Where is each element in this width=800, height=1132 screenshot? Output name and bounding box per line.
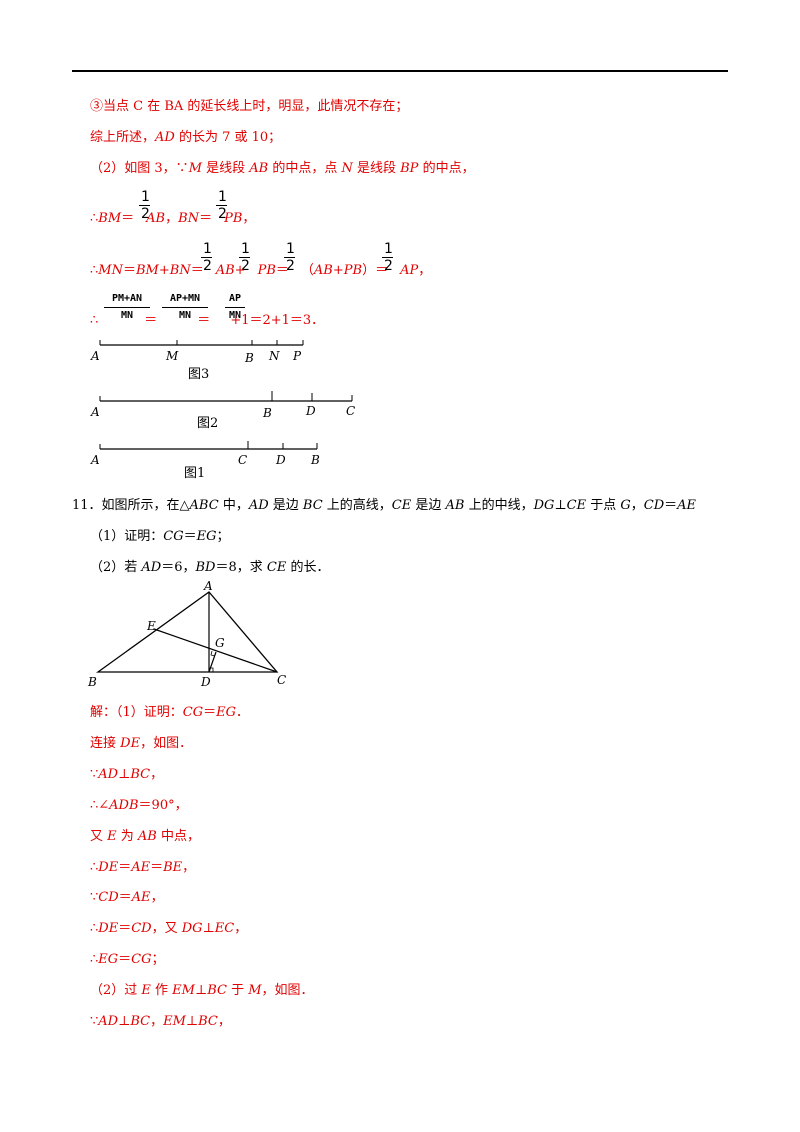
label-b: B [244, 351, 254, 365]
header-rule [72, 70, 728, 72]
label-a: A [90, 405, 100, 419]
fraction-bar [139, 205, 150, 206]
figure-3: A M B N P 图3 [90, 340, 304, 382]
right-angle-g [210, 650, 216, 657]
half-denominator: 2 [218, 206, 227, 222]
mn-line: ∴MN＝BM+BN＝AB+PB＝（AB+PB）＝AP， [90, 263, 432, 278]
solution-line-4: ∴∠ADB＝90°， [90, 798, 188, 813]
solution-line-8: ∴DE＝CD，又 DG⊥EC， [90, 921, 248, 936]
case-3-line: ③当点 C 在 BA 的延长线上时，明显，此情况不存在； [90, 99, 409, 114]
label-a: A [90, 349, 100, 363]
right-angle-d [209, 667, 214, 672]
label-d: D [275, 453, 286, 467]
solution-line-2: 连接 DE，如图． [90, 736, 193, 751]
question-11-part1: （1）证明：CG＝EG； [90, 529, 230, 544]
label-a: A [90, 453, 100, 467]
half-denominator: 2 [241, 258, 250, 274]
ratio-result-line: ∴＝＝+1＝2+1＝3． [90, 313, 325, 328]
label-g: G [215, 636, 225, 650]
half-numerator: 1 [141, 189, 150, 205]
fraction-bar [216, 205, 227, 206]
label-b: B [262, 406, 272, 420]
half-numerator: 1 [384, 241, 393, 257]
half-numerator: 1 [286, 241, 295, 257]
label-e: E [146, 619, 156, 633]
fraction-bar [284, 257, 295, 258]
half-numerator: 1 [241, 241, 250, 257]
figure-caption: 图1 [184, 466, 205, 481]
part2-intro-line: （2）如图 3，∵M 是线段 AB 的中点，点 N 是线段 BP 的中点， [90, 161, 475, 176]
solution-line-1: 解：（1）证明：CG＝EG． [90, 705, 250, 720]
half-denominator: 2 [203, 258, 212, 274]
label-c: C [277, 673, 286, 687]
figure-2: A B D C 图2 [90, 391, 355, 431]
solution-line-3: ∵AD⊥BC， [90, 767, 164, 782]
half-numerator: 1 [218, 189, 227, 205]
question-11-stem: 11．如图所示，在△ABC 中，AD 是边 BC 上的高线，CE 是边 AB 上… [72, 498, 697, 513]
label-d: D [200, 675, 211, 689]
solution-line-5: 又 E 为 AB 中点， [90, 829, 200, 844]
figure-caption: 图3 [188, 367, 209, 382]
half-denominator: 2 [141, 206, 150, 222]
label-b: B [87, 675, 97, 689]
question-11-part2: （2）若 AD＝6，BD＝8，求 CE 的长． [90, 560, 330, 575]
label-c: C [346, 404, 355, 418]
figure-caption: 图2 [197, 416, 218, 431]
fraction-bar [239, 257, 250, 258]
fraction-bar [201, 257, 212, 258]
half-denominator: 2 [384, 258, 393, 274]
label-c: C [238, 453, 247, 467]
triangle-figure: A B C D E G [87, 580, 286, 689]
median-ce [153, 628, 278, 673]
figure-1: A C D B 图1 [90, 441, 320, 481]
label-n: N [268, 349, 280, 363]
label-m: M [165, 349, 179, 363]
solution-line-6: ∴DE＝AE＝BE， [90, 860, 196, 875]
label-a: A [203, 580, 213, 593]
solution-line-9: ∴EG＝CG； [90, 952, 165, 967]
fraction-bar [382, 257, 393, 258]
solution-line-10: （2）过 E 作 EM⊥BC 于 M，如图． [90, 983, 314, 998]
label-b: B [310, 453, 320, 467]
segment-dg [208, 651, 217, 673]
label-d: D [305, 404, 316, 418]
half-numerator: 1 [203, 241, 212, 257]
bm-bn-line: ∴BM＝AB，BN＝PB， [90, 211, 256, 226]
conclusion-line: 综上所述，AD 的长为 7 或 10； [90, 130, 282, 145]
triangle-abc [95, 591, 279, 673]
half-denominator: 2 [286, 258, 295, 274]
label-p: P [292, 349, 302, 363]
solution-line-11: ∵AD⊥BC，EM⊥BC， [90, 1014, 231, 1029]
solution-line-7: ∵CD＝AE， [90, 890, 164, 905]
